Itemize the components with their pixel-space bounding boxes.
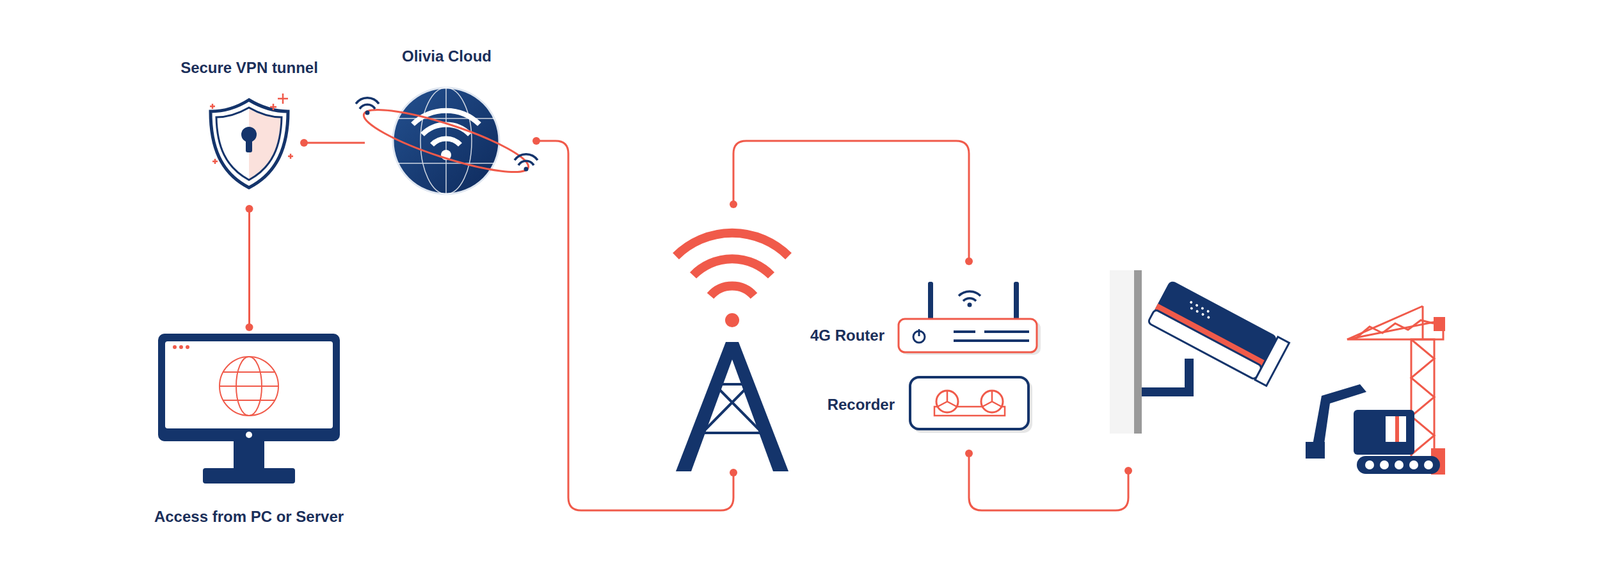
wire-dot <box>729 468 738 477</box>
wire-dot <box>965 257 973 265</box>
wire-dot <box>965 449 973 457</box>
cloud-globe-shape <box>362 83 532 199</box>
wire-dot <box>729 200 738 208</box>
connector <box>300 138 365 147</box>
vpn-shield: Secure VPN tunnel <box>206 94 293 191</box>
recorder-device: Recorder <box>908 375 1033 433</box>
connector <box>245 204 254 331</box>
monitor-pc: Access from PC or Server <box>158 333 340 488</box>
vpn-shield-shape <box>206 94 293 191</box>
monitor-pc-shape <box>158 333 340 488</box>
node-label: Recorder <box>827 395 895 414</box>
recorder-device-shape <box>908 375 1033 433</box>
wire-dot <box>532 136 541 145</box>
router-device-shape <box>898 281 1041 356</box>
node-label: 4G Router <box>810 326 885 345</box>
cctv-camera <box>1109 270 1289 434</box>
wire <box>536 140 734 511</box>
router-device: 4G Router <box>898 281 1041 356</box>
node-label: Access from PC or Server <box>154 507 344 526</box>
construction-site <box>1305 305 1446 475</box>
cloud-globe: Olivia Cloud <box>362 83 532 199</box>
wire <box>968 453 1129 511</box>
wire-dot <box>1124 466 1133 475</box>
cell-tower <box>675 232 789 472</box>
node-label: Olivia Cloud <box>401 47 492 66</box>
node-label: Secure VPN tunnel <box>180 58 319 77</box>
